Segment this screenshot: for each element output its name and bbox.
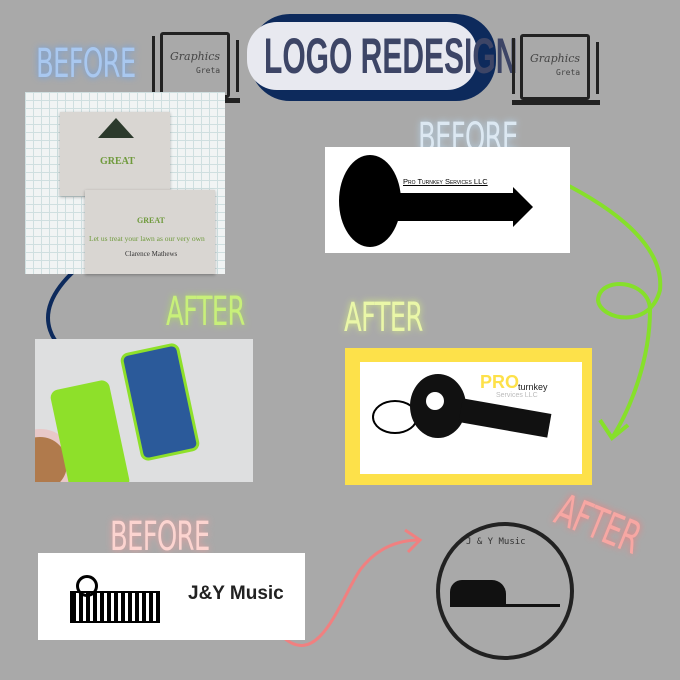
key-shaft bbox=[458, 398, 552, 438]
lawn-contact-name: Clarence Mathews bbox=[125, 250, 178, 258]
lawn-after-image bbox=[35, 339, 253, 482]
blue-card bbox=[119, 341, 201, 463]
laptop-icon bbox=[520, 34, 590, 100]
brand-script: Graphics bbox=[170, 50, 221, 63]
lawn-logo: GREAT bbox=[137, 216, 165, 225]
key-shaft bbox=[395, 193, 515, 221]
pink-arrow bbox=[283, 528, 423, 647]
before-label-1: BEFORE bbox=[36, 41, 136, 87]
key-head bbox=[339, 155, 401, 247]
title-pill bbox=[247, 22, 477, 90]
brand-name: Greta bbox=[196, 66, 221, 75]
music-after-name: J & Y Music bbox=[466, 537, 526, 547]
laptop-icon bbox=[160, 32, 230, 98]
brand-laptop-left: Graphics Greta bbox=[152, 32, 240, 108]
brand-name: Greta bbox=[556, 68, 581, 77]
key-before-image: Pro Turnkey Services LLC bbox=[325, 147, 570, 253]
key-after-image: PRO turnkey Services LLC bbox=[345, 348, 592, 485]
lawn-card-front: GREAT bbox=[60, 112, 170, 196]
brand-script: Graphics bbox=[530, 52, 581, 65]
logo-pro: PRO bbox=[480, 372, 520, 392]
brand-laptop-right: Graphics Greta bbox=[512, 34, 600, 110]
green-arrow bbox=[546, 173, 663, 441]
logo-services: Services LLC bbox=[496, 392, 538, 399]
music-name: J&Y Music bbox=[188, 583, 284, 604]
music-after-logo bbox=[436, 522, 574, 660]
key-company-text: Pro Turnkey Services LLC bbox=[403, 177, 488, 186]
house-logo bbox=[98, 118, 134, 138]
after-label-1: AFTER bbox=[166, 289, 245, 335]
music-before-image: J&Y Music bbox=[38, 553, 305, 640]
lawn-before-image: GREAT GREAT Let us treat your lawn as ou… bbox=[25, 92, 225, 274]
lawn-logo: GREAT bbox=[100, 156, 135, 167]
logo-turnkey: turnkey bbox=[518, 382, 548, 392]
before-label-3: BEFORE bbox=[110, 514, 210, 560]
lawn-tagline: Let us treat your lawn as our very own bbox=[89, 234, 205, 243]
guitar-piano-silhouette bbox=[450, 580, 506, 604]
after-label-2: AFTER bbox=[344, 295, 423, 341]
page-title: LOGO REDESIGN bbox=[264, 28, 518, 84]
lawn-card-back: GREAT Let us treat your lawn as our very… bbox=[85, 190, 215, 274]
